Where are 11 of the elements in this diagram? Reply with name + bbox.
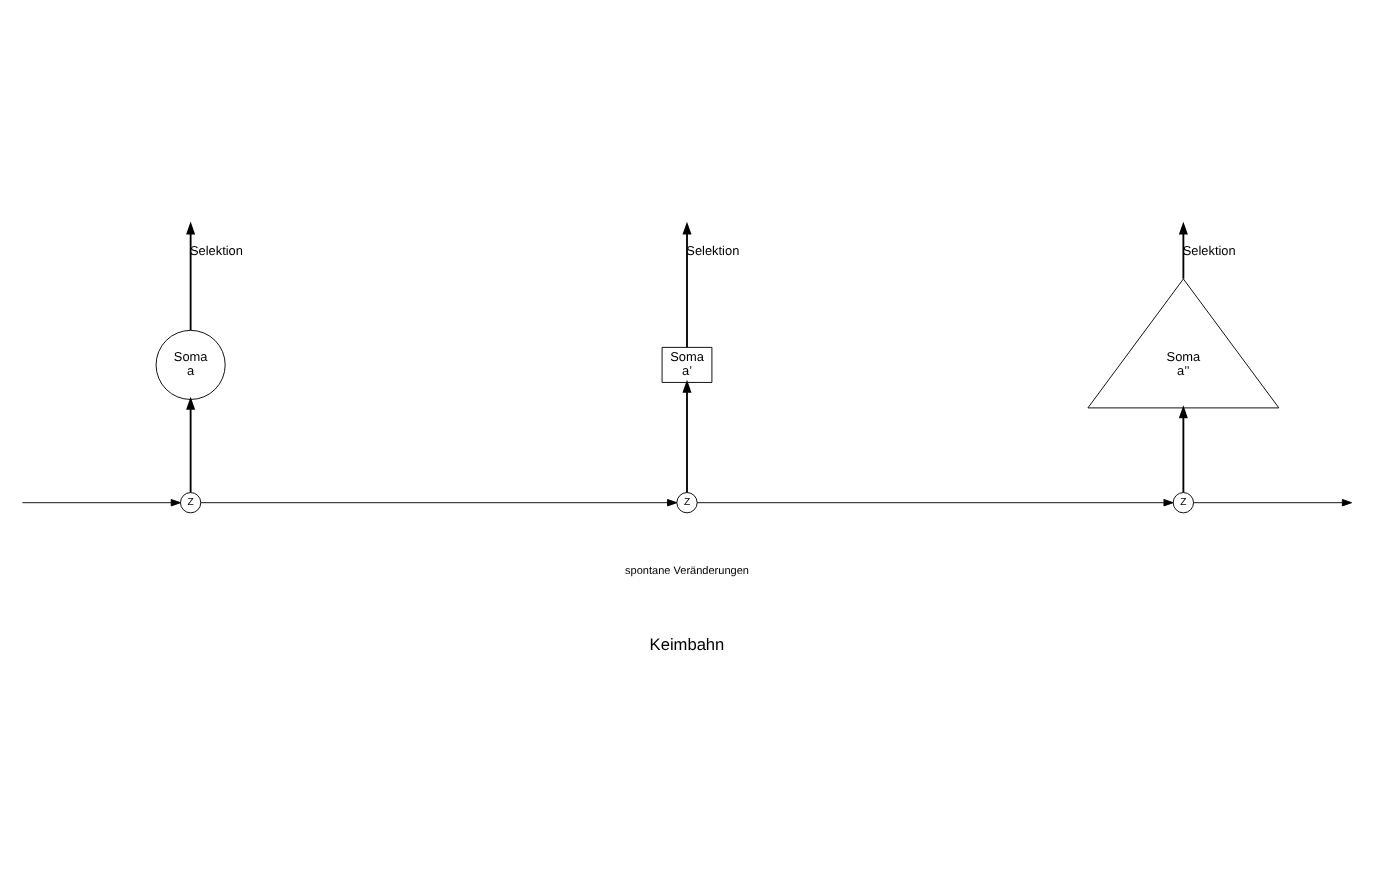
arrow — [1178, 221, 1188, 280]
arrow — [1193, 499, 1353, 507]
arrow — [22, 499, 181, 507]
arrow — [682, 221, 692, 349]
arrow — [186, 396, 196, 494]
arrow — [186, 221, 196, 332]
label: Keimbahn — [649, 633, 725, 654]
arrow — [1178, 405, 1188, 494]
arrow — [696, 499, 1174, 507]
arrow — [200, 499, 678, 507]
arrow — [682, 379, 692, 494]
